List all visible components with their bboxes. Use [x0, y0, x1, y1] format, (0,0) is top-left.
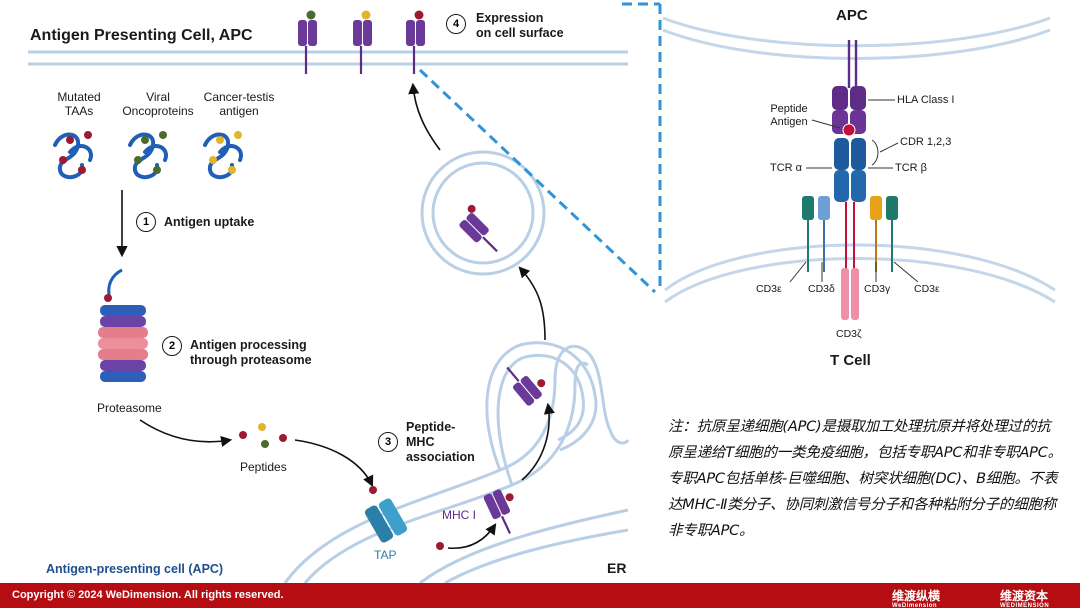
antigen-source-mutated-taas [53, 131, 93, 180]
peptides-label: Peptides [240, 460, 287, 474]
cd3-epsilon-right [886, 196, 898, 272]
arrow-to-vesicle [518, 266, 546, 341]
er-membrane [283, 344, 630, 583]
peptides-icon [239, 423, 287, 448]
antigen-source-cancer-testis [203, 131, 243, 180]
proteasome-label: Proteasome [97, 401, 162, 415]
vesicle-mhc-molecule [459, 204, 498, 253]
tap-label: TAP [374, 548, 397, 562]
step-1-badge: 1 [136, 212, 156, 232]
tcr-beta-label: TCR β [895, 162, 927, 174]
arrow-to-surface [408, 82, 441, 151]
peptide-in-er [436, 542, 444, 550]
apc-title: Antigen Presenting Cell, APC [30, 27, 253, 44]
step-2-badge: 2 [162, 336, 182, 356]
brand-wedimension-name: 维渡纵横 [892, 589, 941, 603]
brand-wedimension-capital: 维渡资本 WEDIMENSION CAPITAL [1000, 587, 1080, 615]
right-apc-label: APC [836, 7, 868, 24]
brand-wedimension: 维渡纵横 WeDimension [892, 587, 940, 609]
tcr-alpha-label: TCR α [770, 162, 803, 174]
peptide-entering-tap [369, 486, 377, 494]
cd3-epsilon-left [802, 196, 814, 272]
cd3-zeta-label: CD3ζ [836, 328, 862, 340]
apc-bottom-label: Antigen-presenting cell (APC) [46, 562, 224, 576]
copyright-text: Copyright © 2024 WeDimension. All rights… [12, 589, 284, 601]
antigen-source-viral-oncoproteins [128, 131, 168, 180]
arrow-to-tap [294, 439, 374, 488]
arrow-to-mhc [447, 523, 497, 550]
surface-mhc-2 [353, 10, 372, 74]
brand-wedimension-sub: WeDimension [892, 603, 938, 609]
arrow-to-bud [521, 402, 555, 481]
tcr-molecule [834, 138, 866, 272]
er-bud-loop [485, 341, 598, 486]
brand-capital-sub: WEDIMENSION CAPITAL [1000, 603, 1050, 615]
tap-transporter-icon [364, 498, 408, 543]
brand-capital-name: 维渡资本 [1000, 589, 1049, 603]
hla-class-i-label: HLA Class I [897, 94, 955, 106]
surface-mhc-1 [298, 10, 317, 74]
step-4-badge: 4 [446, 14, 466, 34]
surface-mhc-3 [406, 10, 425, 74]
hla-class-i-molecule [832, 40, 866, 137]
proteasome-icon [98, 268, 148, 382]
tcell-label: T Cell [830, 352, 871, 369]
cd3-epsilon-left-label: CD3ε [756, 283, 782, 295]
tcell-membrane [664, 243, 1056, 304]
er-label: ER [607, 560, 627, 576]
cd3-gamma [870, 196, 882, 272]
er-mhc-molecule [483, 489, 514, 534]
transport-vesicle [420, 150, 546, 276]
apc-plasma-membrane [28, 50, 628, 66]
cd3-delta-label: CD3δ [808, 283, 835, 295]
mhc-i-label: MHC I [442, 508, 476, 522]
cd3-zeta [841, 268, 859, 320]
arrow-to-peptides [139, 419, 233, 447]
zoom-dashed-lines [418, 2, 662, 294]
step-1-label: Antigen uptake [164, 215, 255, 229]
diagram-svg [28, 2, 1056, 583]
step-3-badge: 3 [378, 432, 398, 452]
right-leader-lines [789, 99, 919, 283]
explanatory-note: 注：抗原呈递细胞(APC)是摄取加工处理抗原并将处理过的抗原呈递给T细胞的一类免… [668, 419, 1062, 539]
cd3-delta [818, 196, 830, 272]
cdr-label: CDR 1,2,3 [900, 136, 952, 148]
cd3-epsilon-right-label: CD3ε [914, 283, 940, 295]
footer-bar: Copyright © 2024 WeDimension. All rights… [0, 583, 1080, 615]
cd3-gamma-label: CD3γ [864, 283, 891, 295]
bud-mhc-molecule [506, 366, 546, 406]
